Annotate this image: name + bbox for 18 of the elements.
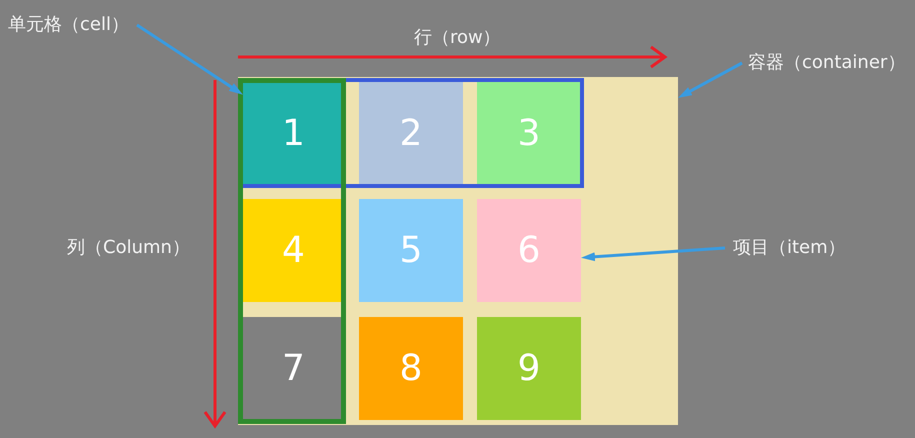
callout-label: 项目（item）: [733, 237, 846, 259]
direction-label: 行（row）: [414, 27, 501, 49]
direction-label: 列（Column）: [67, 237, 190, 259]
callout-label: 单元格（cell）: [8, 14, 129, 36]
grid-item: 3: [477, 82, 581, 184]
leader-line: [136, 24, 244, 96]
grid-item: 4: [243, 199, 344, 302]
grid-item: 2: [359, 82, 463, 184]
grid-item: 5: [359, 199, 463, 302]
grid-item: 9: [477, 317, 581, 420]
callout-label: 容器（container）: [748, 52, 906, 74]
grid-container: [238, 77, 678, 425]
leader-line: [677, 62, 743, 100]
leader-line: [580, 246, 726, 262]
grid-item: 1: [243, 82, 344, 184]
grid-item: 7: [243, 317, 344, 420]
grid-item: 6: [477, 199, 581, 302]
grid-item: 8: [359, 317, 463, 420]
